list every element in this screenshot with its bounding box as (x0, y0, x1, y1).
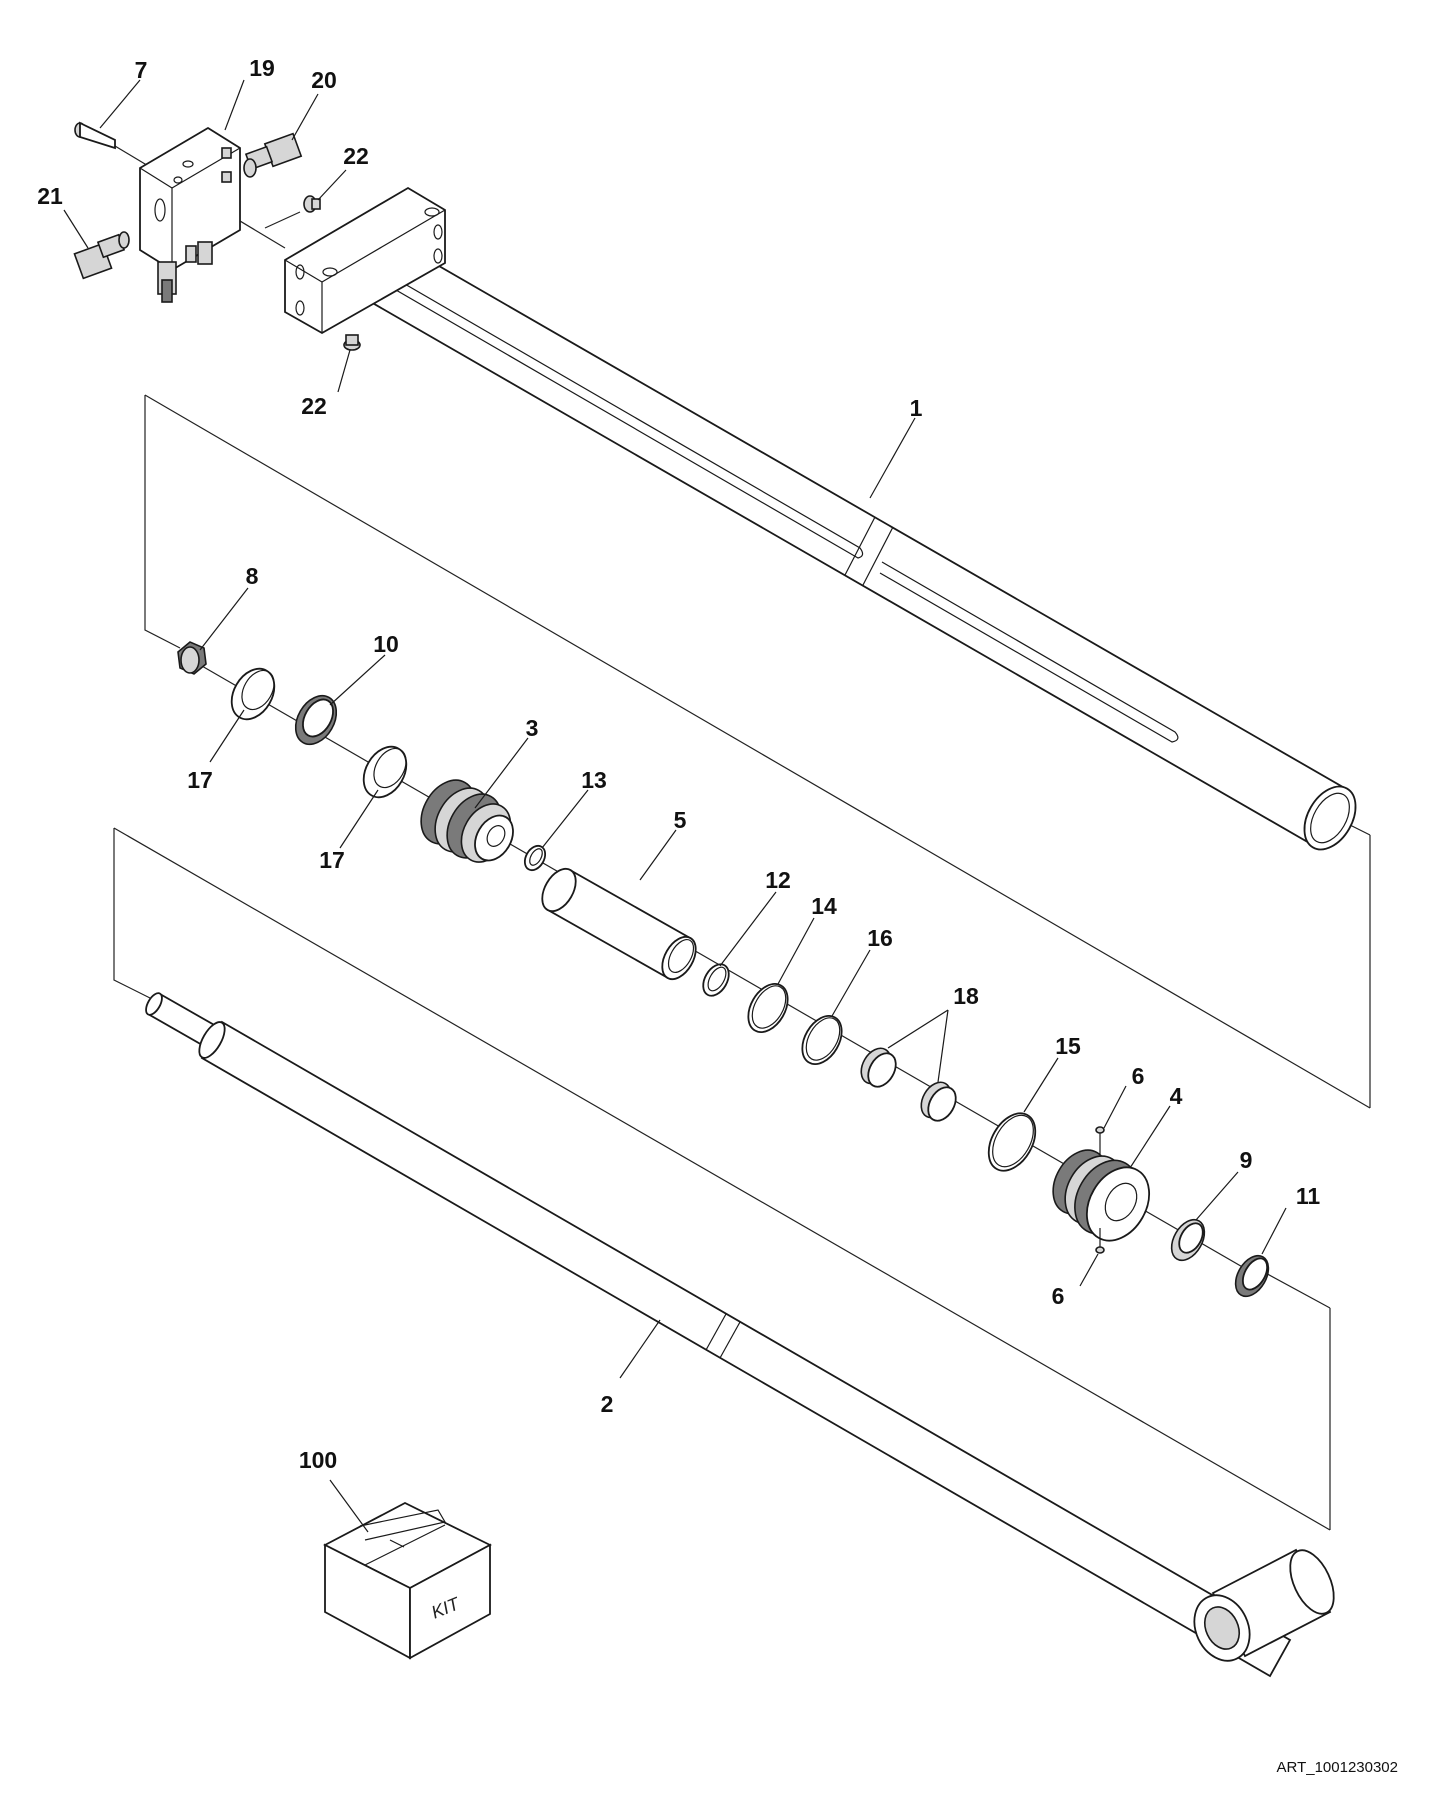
callout-17-upper: 17 (187, 767, 213, 793)
part-16-o-ring (801, 1015, 843, 1065)
callout-18: 18 (953, 983, 979, 1009)
callout-9: 9 (1240, 1147, 1253, 1173)
part-100-kit-box: KIT (323, 1501, 492, 1660)
callout-6-bottom: 6 (1052, 1283, 1065, 1309)
callouts: 1 2 3 4 5 6 6 7 8 9 10 11 12 13 14 15 16… (37, 55, 1320, 1473)
callout-7: 7 (135, 57, 148, 83)
callout-12: 12 (765, 867, 791, 893)
callout-14: 14 (811, 893, 837, 919)
callout-20: 20 (311, 67, 337, 93)
callout-6-top: 6 (1132, 1063, 1145, 1089)
part-14-o-ring (747, 983, 789, 1033)
part-3-piston (420, 779, 514, 863)
part-21-elbow-fitting (73, 231, 130, 280)
part-17-wear-ring-a (230, 667, 276, 721)
callout-11: 11 (1296, 1183, 1321, 1209)
part-13-o-ring (523, 844, 547, 872)
callout-2: 2 (601, 1391, 614, 1417)
part-17-wear-ring-b (362, 745, 408, 799)
part-18-bushing-b (920, 1081, 957, 1122)
callout-10: 10 (373, 631, 399, 657)
part-10-seal (294, 694, 338, 746)
callout-19: 19 (249, 55, 275, 81)
part-8-nut (177, 641, 207, 675)
leader-lines (63, 79, 1287, 1533)
callout-4: 4 (1170, 1083, 1183, 1109)
callout-21: 21 (37, 183, 63, 209)
callout-3: 3 (526, 715, 539, 741)
callout-13: 13 (581, 767, 607, 793)
callout-8: 8 (246, 563, 259, 589)
part-4-head (1052, 1149, 1151, 1242)
callout-15: 15 (1055, 1033, 1081, 1059)
callout-100: 100 (299, 1447, 337, 1473)
callout-5: 5 (674, 807, 687, 833)
part-20-elbow-fitting (243, 132, 303, 178)
callout-22-upper: 22 (343, 143, 369, 169)
part-7-bolt (74, 121, 116, 150)
part-5-spacer-tube (541, 867, 697, 981)
part-6-screw (1095, 1126, 1105, 1254)
callout-16: 16 (867, 925, 893, 951)
part-9-wiper (1170, 1218, 1206, 1262)
art-reference: ART_1001230302 (1277, 1759, 1399, 1776)
part-11-seal (1234, 1254, 1270, 1298)
part-12-o-ring (702, 963, 730, 997)
callout-17-lower: 17 (319, 847, 345, 873)
part-22-plug (303, 195, 361, 351)
part-15-o-ring (987, 1112, 1037, 1172)
callout-1: 1 (910, 395, 923, 421)
part-18-bushing-a (860, 1047, 897, 1088)
part-1-cylinder-barrel (284, 186, 1357, 851)
part-2-rod (145, 992, 1335, 1678)
callout-22-lower: 22 (301, 393, 327, 419)
part-19-valve-block (139, 126, 241, 303)
